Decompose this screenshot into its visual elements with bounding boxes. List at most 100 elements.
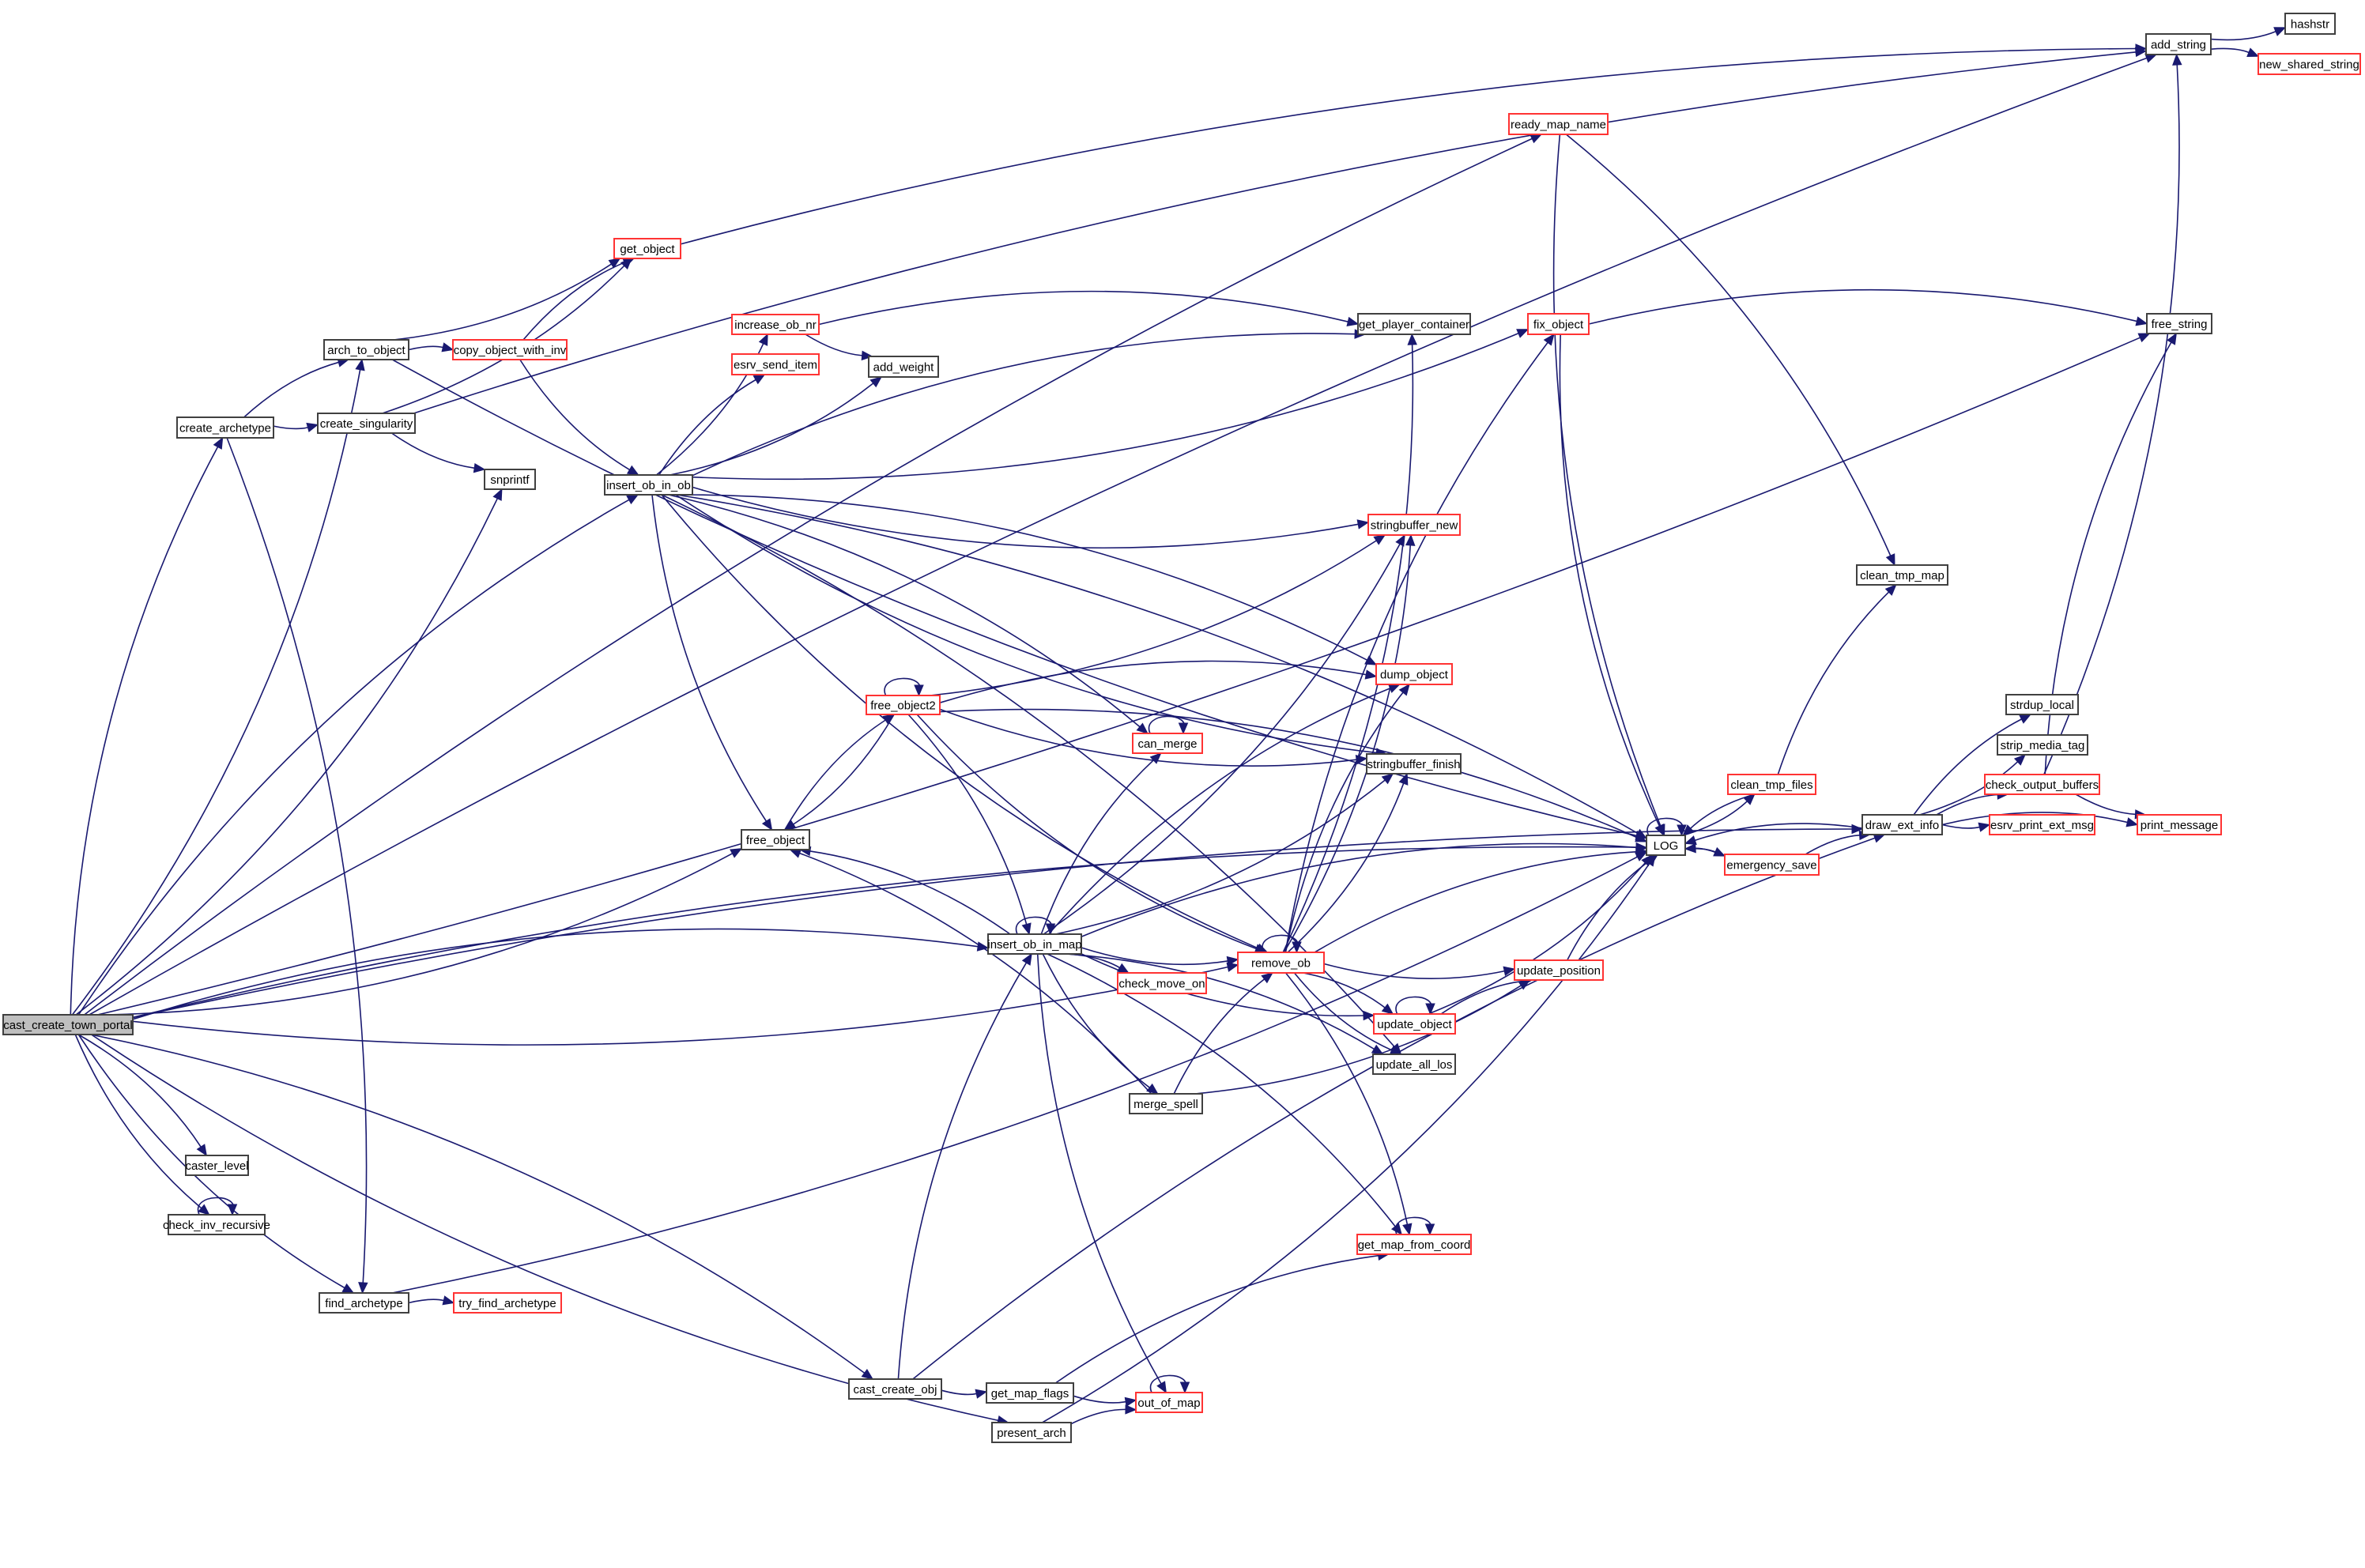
node-box[interactable] (1132, 733, 1203, 754)
node-cast-create-town-portal[interactable]: cast_create_town_portal (2, 1014, 134, 1035)
node-dump-object[interactable]: dump_object (1375, 663, 1453, 685)
node-box[interactable] (991, 1422, 1072, 1443)
node-box[interactable] (1984, 774, 2100, 795)
node-box[interactable] (1135, 1392, 1203, 1413)
node-box[interactable] (1357, 313, 1471, 335)
node-update-position[interactable]: update_position (1514, 959, 1604, 981)
node-create-archetype[interactable]: create_archetype (176, 416, 274, 439)
node-box[interactable] (2145, 33, 2212, 55)
node-clean-tmp-files[interactable]: clean_tmp_files (1727, 774, 1816, 795)
node-snprintf[interactable]: snprintf (484, 469, 536, 490)
node-insert-ob-in-map[interactable]: insert_ob_in_map (987, 933, 1082, 955)
node-emergency-save[interactable]: emergency_save (1724, 854, 1820, 876)
node-create-singularity[interactable]: create_singularity (317, 413, 416, 434)
node-box[interactable] (185, 1155, 249, 1176)
node-box[interactable] (866, 695, 941, 715)
node-box[interactable] (1527, 313, 1590, 335)
node-box[interactable] (986, 1382, 1074, 1404)
node-caster-level[interactable]: caster_level (185, 1155, 249, 1176)
node-box[interactable] (317, 413, 416, 434)
node-log[interactable]: LOG (1646, 835, 1686, 856)
node-get-map-flags[interactable]: get_map_flags (986, 1382, 1074, 1404)
node-box[interactable] (1727, 774, 1816, 795)
node-box[interactable] (2258, 53, 2361, 75)
node-stringbuffer-new[interactable]: stringbuffer_new (1367, 514, 1461, 536)
node-merge-spell[interactable]: merge_spell (1129, 1093, 1203, 1114)
node-box[interactable] (987, 933, 1082, 955)
node-box[interactable] (2146, 313, 2212, 334)
node-can-merge[interactable]: can_merge (1132, 733, 1203, 754)
node-box[interactable] (1237, 952, 1325, 974)
node-box[interactable] (1366, 753, 1462, 775)
node-box[interactable] (1356, 1234, 1472, 1255)
node-free-string[interactable]: free_string (2146, 313, 2212, 334)
node-box[interactable] (168, 1214, 266, 1235)
node-box[interactable] (731, 314, 820, 335)
node-remove-ob[interactable]: remove_ob (1237, 952, 1325, 974)
node-box[interactable] (1514, 959, 1604, 981)
node-box[interactable] (1367, 514, 1461, 536)
node-box[interactable] (453, 1292, 562, 1314)
node-copy-object-with-inv[interactable]: copy_object_with_inv (452, 339, 568, 360)
node-update-object[interactable]: update_object (1373, 1013, 1456, 1035)
node-box[interactable] (1373, 1013, 1456, 1035)
node-box[interactable] (2005, 694, 2079, 715)
node-esrv-send-item[interactable]: esrv_send_item (731, 353, 820, 375)
node-box[interactable] (731, 353, 820, 375)
node-check-output-buffers[interactable]: check_output_buffers (1984, 774, 2100, 795)
node-present-arch[interactable]: present_arch (991, 1422, 1072, 1443)
node-box[interactable] (319, 1292, 409, 1314)
node-get-object[interactable]: get_object (613, 238, 681, 259)
node-box[interactable] (2284, 13, 2336, 35)
node-cast-create-obj[interactable]: cast_create_obj (848, 1378, 942, 1400)
node-hashstr[interactable]: hashstr (2284, 13, 2336, 35)
node-box[interactable] (1129, 1093, 1203, 1114)
node-box[interactable] (868, 356, 939, 378)
node-stringbuffer-finish[interactable]: stringbuffer_finish (1366, 753, 1462, 775)
node-free-object2[interactable]: free_object2 (866, 695, 941, 715)
node-try-find-archetype[interactable]: try_find_archetype (453, 1292, 562, 1314)
node-box[interactable] (848, 1378, 942, 1400)
node-box[interactable] (176, 416, 274, 439)
node-find-archetype[interactable]: find_archetype (319, 1292, 409, 1314)
node-fix-object[interactable]: fix_object (1527, 313, 1590, 335)
node-get-player-container[interactable]: get_player_container (1357, 313, 1471, 335)
node-box[interactable] (1372, 1054, 1456, 1075)
node-increase-ob-nr[interactable]: increase_ob_nr (731, 314, 820, 335)
node-print-message[interactable]: print_message (2137, 814, 2222, 835)
node-box[interactable] (1861, 814, 1943, 835)
node-arch-to-object[interactable]: arch_to_object (323, 339, 409, 360)
node-get-map-from-coord[interactable]: get_map_from_coord (1356, 1234, 1472, 1255)
node-clean-tmp-map[interactable]: clean_tmp_map (1856, 564, 1948, 586)
node-box[interactable] (2, 1014, 134, 1035)
node-box[interactable] (452, 339, 568, 360)
node-check-inv-recursive[interactable]: check_inv_recursive (163, 1214, 270, 1235)
node-box[interactable] (1375, 663, 1453, 685)
node-box[interactable] (1997, 734, 2088, 756)
node-box[interactable] (604, 474, 693, 496)
node-update-all-los[interactable]: update_all_los (1372, 1054, 1456, 1075)
node-strdup-local[interactable]: strdup_local (2005, 694, 2079, 715)
node-box[interactable] (1508, 113, 1609, 135)
node-draw-ext-info[interactable]: draw_ext_info (1861, 814, 1943, 835)
node-add-weight[interactable]: add_weight (868, 356, 939, 378)
node-box[interactable] (1117, 972, 1207, 994)
node-box[interactable] (2137, 814, 2222, 835)
node-ready-map-name[interactable]: ready_map_name (1508, 113, 1609, 135)
node-esrv-print-ext-msg[interactable]: esrv_print_ext_msg (1989, 814, 2095, 835)
node-box[interactable] (1646, 835, 1686, 856)
node-box[interactable] (1856, 564, 1948, 586)
node-new-shared-string[interactable]: new_shared_string (2258, 53, 2361, 75)
node-box[interactable] (741, 829, 810, 850)
node-insert-ob-in-ob[interactable]: insert_ob_in_ob (604, 474, 693, 496)
node-box[interactable] (613, 238, 681, 259)
node-box[interactable] (1989, 814, 2095, 835)
node-check-move-on[interactable]: check_move_on (1117, 972, 1207, 994)
node-box[interactable] (1724, 854, 1820, 876)
node-add-string[interactable]: add_string (2145, 33, 2212, 55)
node-strip-media-tag[interactable]: strip_media_tag (1997, 734, 2088, 756)
node-box[interactable] (484, 469, 536, 490)
node-out-of-map[interactable]: out_of_map (1135, 1392, 1203, 1413)
node-free-object[interactable]: free_object (741, 829, 810, 850)
node-box[interactable] (323, 339, 409, 360)
